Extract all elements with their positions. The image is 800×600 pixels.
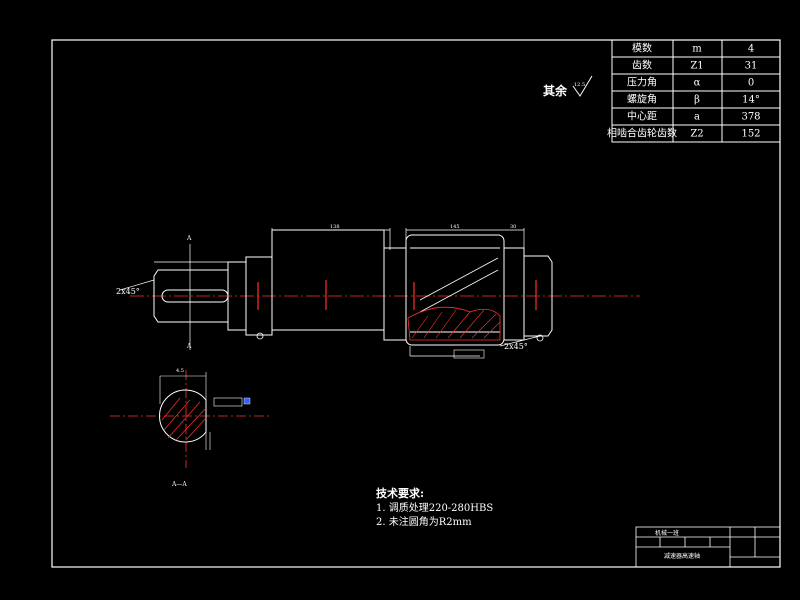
- param-name-5: 相啮合齿轮齿数: [607, 127, 677, 140]
- param-value-4: 378: [741, 112, 760, 123]
- keyway: [161, 289, 229, 303]
- section-name: A—A: [171, 481, 187, 488]
- gear-helix-lines: [419, 257, 499, 313]
- roughness-symbol-icon: [572, 75, 593, 97]
- section-label-top: A: [186, 235, 192, 242]
- shaft-outline: [153, 229, 553, 346]
- param-symbol-0: m: [692, 44, 702, 55]
- param-value-5: 152: [741, 129, 760, 140]
- tolerance-frame: [453, 349, 485, 359]
- section-tolerance-frame: [213, 397, 243, 407]
- datum-box-icon: [243, 397, 251, 405]
- section-label-bottom: A: [186, 343, 192, 350]
- param-name-0: 模数: [632, 42, 652, 55]
- param-value-2: 0: [748, 78, 754, 89]
- param-symbol-3: β: [694, 95, 700, 106]
- tech-req-item-2: 2. 未注圆角为R2mm: [376, 515, 472, 528]
- section-width-dim: 4.5: [176, 368, 184, 374]
- dim-chamfer-left: 2x45°: [116, 287, 140, 296]
- title-block: [635, 526, 781, 568]
- datum-marker-right: [536, 334, 544, 342]
- param-symbol-1: Z1: [690, 61, 703, 72]
- dim-len-c: 30: [510, 224, 516, 230]
- param-name-4: 中心距: [627, 110, 657, 123]
- surface-note-text: 其余: [543, 83, 568, 98]
- title-block-drawing-name: 机械一班: [655, 529, 679, 537]
- param-value-0: 4: [748, 44, 754, 55]
- gear-parameter-table: 模数 m 4 齿数 Z1 31 压力角 α 0 螺旋角 β 14° 中心距 a …: [607, 39, 781, 143]
- surface-note-roughness: 12.5: [574, 82, 585, 88]
- hatch-pattern: [411, 309, 501, 339]
- section-a-a-view: 4.5 A—A: [110, 368, 270, 488]
- param-symbol-5: Z2: [690, 129, 703, 140]
- param-symbol-4: a: [694, 112, 700, 123]
- surface-roughness-note: 其余 12.5: [543, 75, 593, 98]
- param-name-2: 压力角: [627, 76, 657, 89]
- title-block-part-name: 减速器高速轴: [664, 552, 700, 560]
- param-value-3: 14°: [742, 95, 760, 106]
- param-symbol-2: α: [694, 78, 701, 89]
- section-circle: [159, 389, 207, 443]
- technical-requirements: 技术要求: 1. 调质处理220-280HBS 2. 未注圆角为R2mm: [376, 486, 493, 528]
- dimension-lines: [119, 228, 541, 357]
- drawing-frame: [51, 39, 781, 568]
- dim-len-b: 145: [450, 224, 460, 230]
- tech-req-title: 技术要求:: [376, 486, 424, 500]
- dim-len-a: 138: [330, 224, 340, 230]
- param-name-1: 齿数: [632, 59, 652, 72]
- diameter-marks: [257, 280, 537, 310]
- param-value-1: 31: [745, 61, 758, 72]
- dim-chamfer-right: 2x45°: [504, 342, 528, 351]
- gear-tooth-section-hatch: [407, 306, 501, 341]
- datum-marker-left: [256, 332, 264, 340]
- param-name-3: 螺旋角: [627, 93, 657, 106]
- tech-req-item-1: 1. 调质处理220-280HBS: [376, 502, 493, 514]
